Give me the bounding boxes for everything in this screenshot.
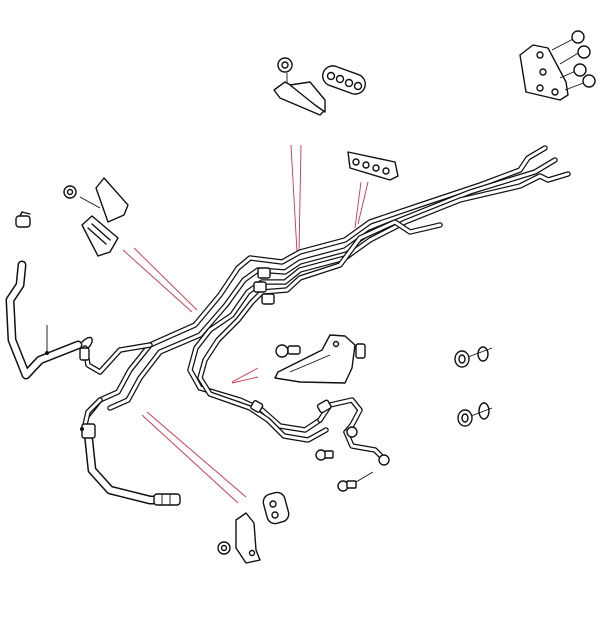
- grommet-pair-2: [457, 402, 493, 427]
- nut-icon: [577, 45, 591, 59]
- bracket-center: [274, 334, 366, 384]
- clip-bottom: [217, 491, 290, 564]
- pipe-clip-top: [273, 57, 326, 116]
- pipe-fitting: [346, 426, 358, 438]
- pipe-bundle: [82, 145, 571, 466]
- grommet-pair-1: [454, 346, 493, 368]
- nut-icon: [571, 30, 585, 44]
- pipe-connector: [253, 281, 267, 293]
- bracket-plate-tr: [519, 30, 596, 101]
- clip-left: [63, 177, 129, 257]
- grommet-4way-top: [322, 65, 366, 95]
- pipe-connector: [250, 400, 264, 413]
- nut-icon: [217, 541, 231, 555]
- grommet-icon: [262, 491, 290, 525]
- hose-fitting: [81, 423, 96, 439]
- bolts: [315, 449, 374, 492]
- pipe-fitting: [378, 454, 390, 466]
- grommet-icon: [454, 350, 470, 368]
- hose-left: [5, 260, 93, 380]
- pipe-connector: [261, 293, 275, 305]
- clip-4way: [347, 151, 399, 181]
- small-clip: [15, 211, 31, 228]
- nut-icon: [582, 74, 596, 88]
- nut-icon: [573, 63, 587, 77]
- hose-end-fitting: [153, 493, 181, 506]
- bolt-icon: [355, 343, 366, 359]
- pipe-connector: [257, 267, 271, 279]
- flex-hose-bottom: [80, 423, 181, 506]
- hose-fitting: [79, 347, 90, 361]
- pipe-connector: [316, 399, 332, 414]
- leader-lines: [122, 144, 369, 504]
- bolt-head-icon: [275, 344, 289, 358]
- seal-icon: [477, 346, 489, 362]
- flange-nut-icon: [277, 57, 293, 73]
- clip-icon: [15, 215, 31, 228]
- nut-icon: [63, 185, 77, 199]
- grommet-icon: [457, 409, 473, 427]
